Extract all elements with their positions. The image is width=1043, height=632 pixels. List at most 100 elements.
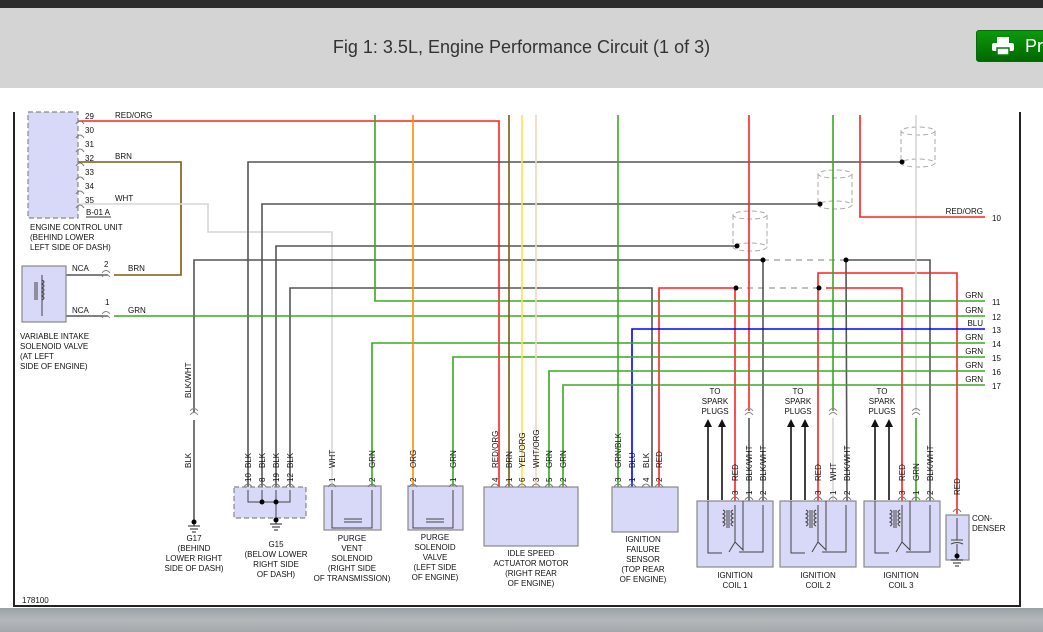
inline-connector xyxy=(101,311,111,319)
print-button[interactable]: Print xyxy=(976,30,1043,62)
connector-pin xyxy=(327,483,337,488)
wire-label: BLK/WHT xyxy=(184,362,193,398)
connector-pin xyxy=(75,120,85,125)
terminal-label: NCA xyxy=(72,264,90,273)
inline-connector xyxy=(911,408,921,416)
wire-label: RED xyxy=(898,464,907,481)
vis-valve-name: (AT LEFT xyxy=(20,352,54,361)
coil2-name: IGNITION xyxy=(800,571,836,580)
wire-label: WHT xyxy=(829,463,838,481)
connector-pin xyxy=(842,496,852,501)
pin-number: 2 xyxy=(409,477,418,482)
pin-number: 1 xyxy=(745,490,754,495)
wire-label: GRN xyxy=(368,450,377,468)
wire-label: BLK/WHT xyxy=(926,445,935,481)
wire xyxy=(631,328,985,487)
wire-label: BLK/WHT xyxy=(843,445,852,481)
wire-label: BLK xyxy=(244,452,253,468)
ign_sensor-name: SENSOR xyxy=(626,555,660,564)
ign_sensor-name: IGNITION xyxy=(625,535,661,544)
shield-cylinder-top xyxy=(732,210,768,220)
wire-label: WHT xyxy=(115,194,133,203)
arrow-up-icon xyxy=(871,419,879,427)
purge_solenoid-name: PURGE xyxy=(421,533,449,542)
wire xyxy=(275,245,737,487)
spark-plugs-label: PLUGS xyxy=(784,407,811,416)
pin-number: 2 xyxy=(559,477,568,482)
pin-number: 4 xyxy=(642,477,651,482)
solenoid-coil-icon xyxy=(412,490,454,529)
spark-plugs-label: PLUGS xyxy=(701,407,728,416)
arrow-up-icon xyxy=(718,419,726,427)
wire-label: GRN xyxy=(128,306,146,315)
inline-connector xyxy=(744,408,754,416)
wire-label: RED xyxy=(731,464,740,481)
wire xyxy=(371,342,985,487)
terminal-label: NCA xyxy=(72,306,90,315)
wire-label: BLK/WHT xyxy=(745,445,754,481)
condenser-name: CON- xyxy=(972,514,993,523)
output-wire-label: GRN xyxy=(965,361,983,370)
idle-speed-actuator-motor xyxy=(483,486,579,547)
ecu-pin-number: 30 xyxy=(85,126,94,135)
ignition-coil3 xyxy=(863,500,941,568)
purge_vent-name: OF TRANSMISSION) xyxy=(314,574,391,583)
pin-number: 19 xyxy=(272,473,281,482)
inline-connector xyxy=(101,270,111,278)
solenoid-coil-icon xyxy=(34,275,45,316)
ecu-connector-id: B-01 A xyxy=(86,208,111,217)
output-wire-label: GRN xyxy=(965,333,983,342)
purge_vent-name: (RIGHT SIDE xyxy=(328,564,376,573)
ecu-name: (BEHIND LOWER xyxy=(30,233,95,242)
shield-cylinder xyxy=(900,131,936,163)
shield-cylinder-top xyxy=(900,126,936,136)
spark-plugs-label: PLUGS xyxy=(868,407,895,416)
browser-top-strip xyxy=(0,0,1043,8)
wire-label: BLK/WHT xyxy=(759,445,768,481)
ignition-failure-sensor xyxy=(611,486,679,533)
output-wire-label: BLU xyxy=(967,319,983,328)
ecu-pin-number: 29 xyxy=(85,112,94,121)
pin-number: 2 xyxy=(926,490,935,495)
connector-pin xyxy=(758,496,768,501)
coil3-name: IGNITION xyxy=(883,571,919,580)
solenoid-coil-icon xyxy=(331,490,373,529)
coil1-name: COIL 1 xyxy=(722,581,748,590)
figure-title: Fig 1: 3.5L, Engine Performance Circuit … xyxy=(332,37,711,57)
shield-cylinder xyxy=(817,174,853,205)
spark-plugs-label: TO xyxy=(877,387,888,396)
bottom-bar xyxy=(0,608,1043,632)
output-number: 13 xyxy=(992,326,1001,335)
connector-pin xyxy=(544,483,554,488)
pin-number: 3 xyxy=(532,477,541,482)
wire-wht-ecu35 xyxy=(78,203,333,487)
output-number: 10 xyxy=(992,214,1001,223)
idle_motor-name: IDLE SPEED xyxy=(507,549,554,558)
wire-label: BLK xyxy=(272,452,281,468)
wire-label: RED xyxy=(655,451,664,468)
shield-cylinder-top xyxy=(817,169,853,179)
idle_motor-name: (RIGHT REAR xyxy=(505,569,557,578)
wire-label: GRN xyxy=(545,450,554,468)
wire-label: GRN xyxy=(559,450,568,468)
coil1-name: IGNITION xyxy=(717,571,753,580)
wire-label: WHT xyxy=(328,450,337,468)
spark-plugs-label: TO xyxy=(793,387,804,396)
wire-label: BRN xyxy=(115,152,132,161)
g15-name: RIGHT SIDE xyxy=(253,560,299,569)
wire-label: BRN xyxy=(128,264,145,273)
ign_sensor-name: (TOP REAR xyxy=(621,565,664,574)
coil3-name: COIL 3 xyxy=(888,581,914,590)
connector-pin xyxy=(408,483,418,488)
splice-dot xyxy=(954,553,960,559)
arrow-up-icon xyxy=(801,419,809,427)
idle_motor-name: ACTUATOR MOTOR xyxy=(493,559,568,568)
connector-pin xyxy=(558,483,568,488)
wire-label: RED xyxy=(814,464,823,481)
splice-dot xyxy=(733,285,739,291)
shield-cylinder-bottom xyxy=(732,242,768,252)
wire xyxy=(193,259,763,413)
splice-dot xyxy=(191,519,197,525)
pin-number: 1 xyxy=(449,477,458,482)
inline-connector xyxy=(189,408,199,416)
